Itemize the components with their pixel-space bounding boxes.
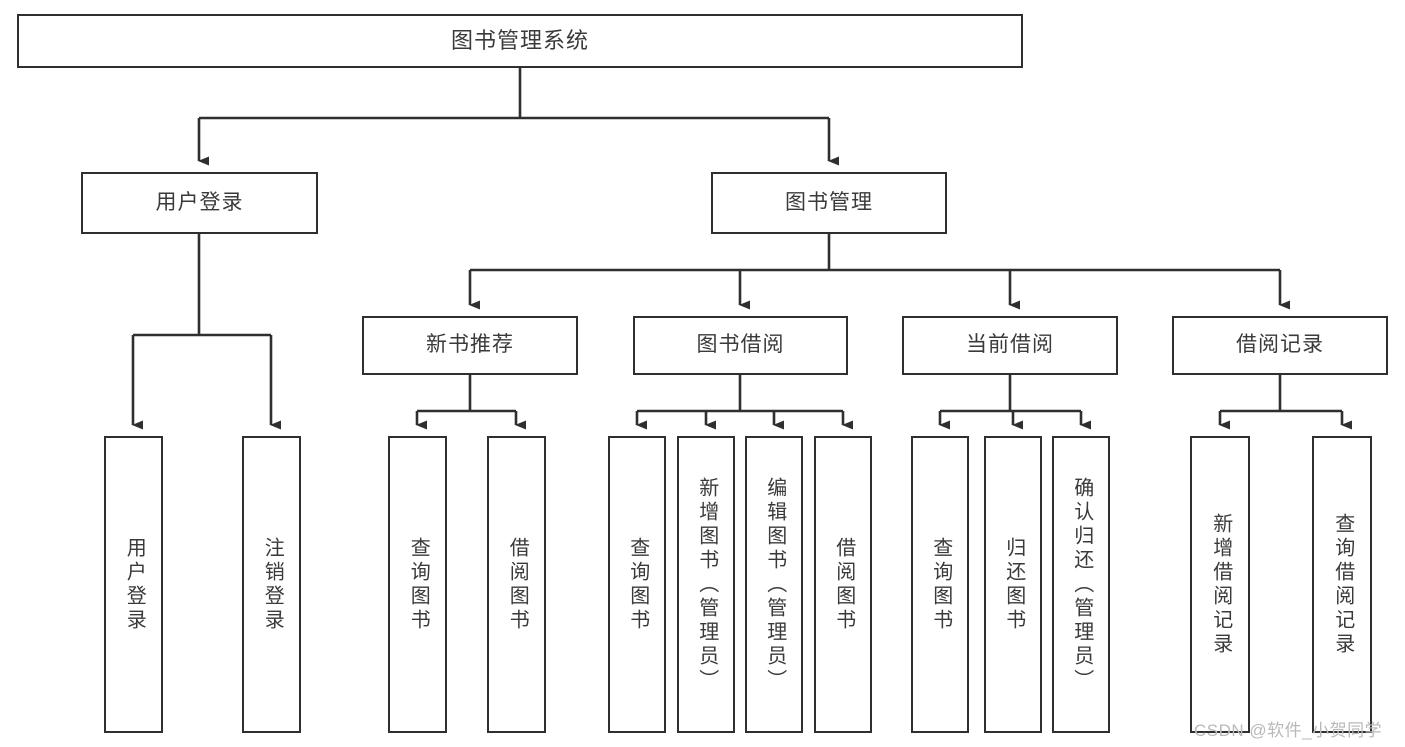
node-book-borrow-label: 图书借阅 bbox=[696, 333, 785, 357]
node-user-login[interactable]: 用户登录 bbox=[81, 172, 318, 234]
node-leaf-user-logout-label: 注销登录 bbox=[261, 536, 284, 633]
node-leaf-query-book-2-label: 查询图书 bbox=[626, 536, 649, 633]
node-book-manage-label: 图书管理 bbox=[785, 190, 873, 214]
node-borrow-record[interactable]: 借阅记录 bbox=[1172, 316, 1388, 375]
node-leaf-add-record[interactable]: 新增借阅记录 bbox=[1190, 436, 1250, 733]
node-leaf-user-logout[interactable]: 注销登录 bbox=[242, 436, 301, 733]
node-leaf-borrow-book-1[interactable]: 借阅图书 bbox=[487, 436, 546, 733]
node-new-book-recommend-label: 新书推荐 bbox=[426, 333, 514, 357]
node-leaf-query-book-2[interactable]: 查询图书 bbox=[608, 436, 666, 733]
node-leaf-add-book[interactable]: 新增图书（管理员） bbox=[677, 436, 735, 733]
node-leaf-add-record-label: 新增借阅记录 bbox=[1209, 512, 1232, 657]
node-leaf-query-book-1-label: 查询图书 bbox=[407, 536, 430, 633]
node-leaf-user-login[interactable]: 用户登录 bbox=[104, 436, 163, 733]
node-leaf-edit-book[interactable]: 编辑图书（管理员） bbox=[745, 436, 803, 733]
node-user-login-label: 用户登录 bbox=[155, 190, 244, 214]
csdn-watermark: CSDN @软件_小贺同学 bbox=[1194, 721, 1383, 740]
node-leaf-borrow-book-2-label: 借阅图书 bbox=[832, 536, 855, 633]
node-leaf-query-book-3[interactable]: 查询图书 bbox=[911, 436, 969, 733]
node-current-borrow-label: 当前借阅 bbox=[966, 333, 1054, 357]
node-leaf-add-book-label: 新增图书（管理员） bbox=[695, 476, 718, 693]
node-leaf-return-book[interactable]: 归还图书 bbox=[984, 436, 1042, 733]
node-new-book-recommend[interactable]: 新书推荐 bbox=[362, 316, 578, 375]
node-current-borrow[interactable]: 当前借阅 bbox=[902, 316, 1118, 375]
node-leaf-confirm-return-label: 确认归还（管理员） bbox=[1070, 476, 1093, 693]
node-leaf-user-login-label: 用户登录 bbox=[123, 536, 146, 633]
node-leaf-borrow-book-1-label: 借阅图书 bbox=[506, 536, 529, 633]
node-root[interactable]: 图书管理系统 bbox=[17, 14, 1023, 68]
node-leaf-query-book-1[interactable]: 查询图书 bbox=[388, 436, 447, 733]
node-leaf-query-record-label: 查询借阅记录 bbox=[1331, 512, 1354, 657]
node-leaf-borrow-book-2[interactable]: 借阅图书 bbox=[814, 436, 872, 733]
node-leaf-query-book-3-label: 查询图书 bbox=[929, 536, 952, 633]
node-borrow-record-label: 借阅记录 bbox=[1236, 333, 1324, 357]
node-book-manage[interactable]: 图书管理 bbox=[711, 172, 947, 234]
node-leaf-edit-book-label: 编辑图书（管理员） bbox=[763, 476, 786, 693]
node-root-label: 图书管理系统 bbox=[450, 28, 589, 54]
node-leaf-return-book-label: 归还图书 bbox=[1002, 536, 1025, 633]
node-leaf-query-record[interactable]: 查询借阅记录 bbox=[1312, 436, 1372, 733]
node-leaf-confirm-return[interactable]: 确认归还（管理员） bbox=[1052, 436, 1110, 733]
node-book-borrow[interactable]: 图书借阅 bbox=[633, 316, 848, 375]
